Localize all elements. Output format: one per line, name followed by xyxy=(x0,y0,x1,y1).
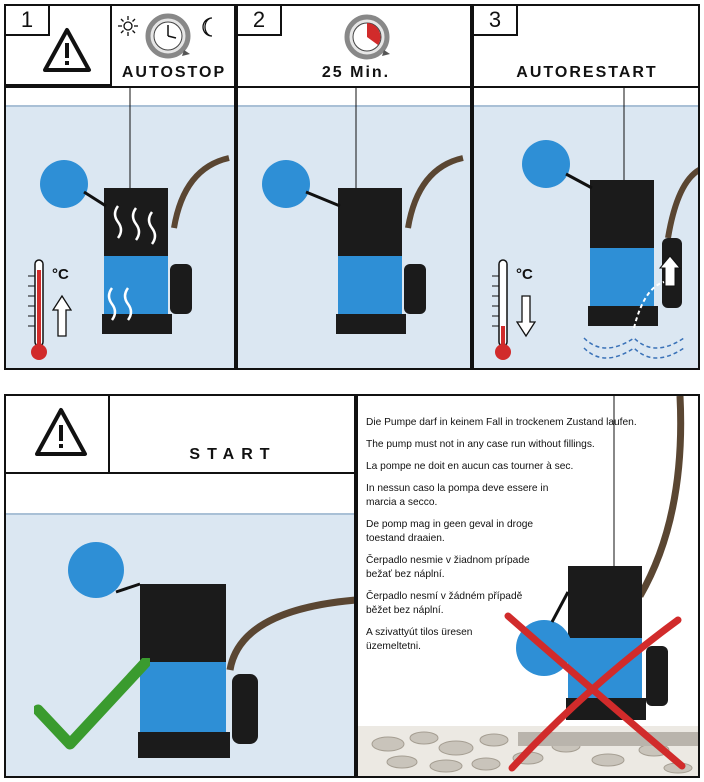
panel-label-autorestart: AUTORESTART xyxy=(516,64,658,81)
warning-de: Die Pumpe darf in keinem Fall in trocken… xyxy=(366,417,637,428)
warning-it: In nessun caso la pompa deve essere in m… xyxy=(366,483,549,508)
step-number-2: 2 xyxy=(238,6,282,36)
warning-cs: Čerpadlo nesmí v žádném případě běžet be… xyxy=(366,591,523,616)
arrow-up-icon xyxy=(52,294,72,337)
warning-nl: De pomp mag in geen geval in droge toest… xyxy=(366,519,534,544)
divider xyxy=(6,86,234,88)
panel-autorestart: 3 AUTORESTART °C xyxy=(472,4,700,370)
arrow-down-icon xyxy=(516,295,536,338)
warning-hu: A szivattyút tilos üresen üzemeltetni. xyxy=(366,627,473,652)
divider xyxy=(110,472,354,474)
moon-icon xyxy=(202,17,213,37)
pump-scene-autorestart: °C xyxy=(474,88,698,368)
cross-icon xyxy=(504,612,686,772)
panel-autostop: 1 AUTOSTOP xyxy=(4,4,236,370)
pump-scene-start xyxy=(6,474,354,776)
warning-box xyxy=(6,396,110,474)
panel-start: START xyxy=(4,394,356,778)
panel-label-start: START xyxy=(189,446,277,463)
thermometer-icon xyxy=(28,259,47,360)
panel-label-25min: 25 Min. xyxy=(321,64,391,81)
pump-scene-dry xyxy=(358,396,698,776)
timer-icon xyxy=(145,13,191,59)
sun-icon xyxy=(118,16,138,36)
pump-scene-25min xyxy=(238,88,470,368)
timer-icon xyxy=(344,14,390,60)
warning-triangle-icon xyxy=(43,28,91,72)
step-number-1: 1 xyxy=(6,6,50,36)
step-number-3: 3 xyxy=(474,6,518,36)
warning-text-list: Die Pumpe darf in keinem Fall in trocken… xyxy=(366,416,666,662)
warning-fr: La pompe ne doit en aucun cas tourner à … xyxy=(366,461,574,472)
warning-triangle-icon xyxy=(35,408,87,456)
warning-en: The pump must not in any case run withou… xyxy=(366,439,595,450)
panel-label-autostop: AUTOSTOP xyxy=(121,64,227,81)
divider xyxy=(238,86,470,88)
pump-scene-autostop: °C xyxy=(6,88,234,368)
thermometer-icon xyxy=(492,259,511,360)
warning-box xyxy=(6,6,112,86)
checkmark-icon xyxy=(34,658,150,750)
warning-sk: Čerpadlo nesmie v žiadnom prípade bežať … xyxy=(366,555,530,580)
panel-25min: 2 25 Min. xyxy=(236,4,472,370)
temperature-unit: °C xyxy=(516,266,533,283)
temperature-unit: °C xyxy=(52,266,69,283)
panel-dry-run-warning xyxy=(356,394,700,778)
divider xyxy=(474,86,698,88)
